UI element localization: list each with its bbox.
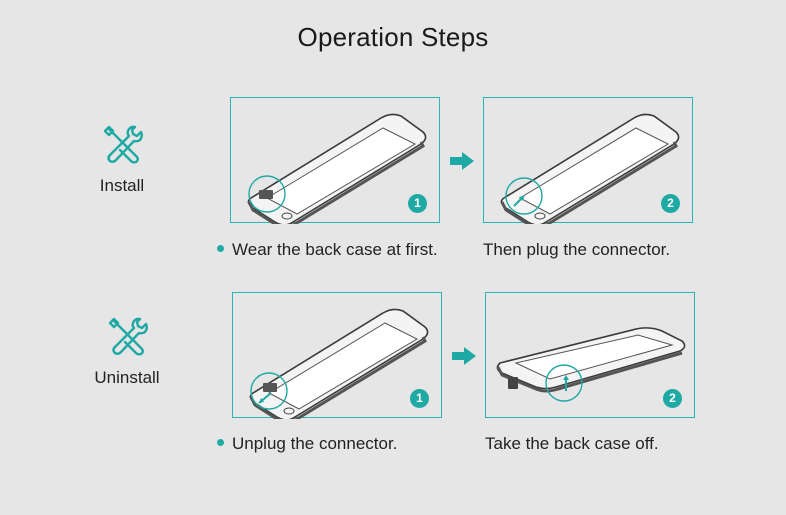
plug-connector-illustration xyxy=(499,112,681,224)
install-step-2-caption: Then plug the connector. xyxy=(483,240,671,259)
uninstall-label: Uninstall xyxy=(94,368,160,387)
tools-icon xyxy=(103,125,143,164)
bullet-icon xyxy=(217,245,224,253)
uninstall-label-group: Uninstall xyxy=(77,314,177,388)
tools-icon xyxy=(108,317,148,356)
unplug-connector-illustration xyxy=(248,307,430,419)
install-step-2-panel: 2 xyxy=(483,97,693,224)
bullet-icon xyxy=(217,439,224,447)
step-badge: 1 xyxy=(410,389,429,408)
install-label-group: Install xyxy=(72,122,172,196)
uninstall-step-1-caption: Unplug the connector. xyxy=(217,434,397,454)
remove-case-illustration xyxy=(496,327,686,402)
install-label: Install xyxy=(99,176,145,195)
page-title: Operation Steps xyxy=(297,22,489,52)
uninstall-step-1-panel: 1 xyxy=(232,292,442,419)
arrow-right-icon xyxy=(450,152,474,170)
arrow-right-icon xyxy=(452,347,476,365)
uninstall-step-2-panel: 2 xyxy=(485,292,695,418)
step-badge: 1 xyxy=(408,194,427,213)
uninstall-step-2-caption: Take the back case off. xyxy=(485,434,659,453)
install-step-1-panel: 1 xyxy=(230,97,440,224)
phone-with-case-illustration xyxy=(246,112,428,224)
install-step-1-caption: Wear the back case at first. xyxy=(217,240,438,260)
step-badge: 2 xyxy=(661,194,680,213)
step-badge: 2 xyxy=(663,389,682,408)
